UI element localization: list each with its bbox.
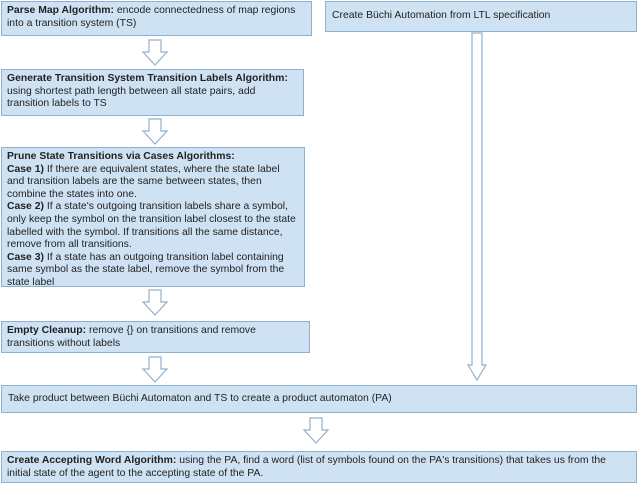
buchi-text: Create Büchi Automation from LTL specifi… [332, 10, 551, 21]
down-arrow-5 [302, 417, 330, 444]
prune-step: Prune State Transitions via Cases Algori… [1, 147, 305, 290]
case-1-label: Case 1) [7, 163, 44, 175]
accepting-word-title: Create Accepting Word Algorithm: [7, 455, 177, 466]
cleanup-text: remove {} on transitions and remove tran… [7, 325, 256, 349]
long-down-arrow [466, 32, 488, 382]
case-2-text: If a state's outgoing transition labels … [7, 201, 296, 251]
case-2-label: Case 2) [7, 201, 44, 213]
product-step: Take product between Büchi Automaton and… [1, 385, 637, 413]
prune-case-3: Case 3) If a state has an outgoing trans… [7, 252, 299, 290]
parse-map-title: Parse Map Algorithm: [7, 5, 115, 16]
buchi-step: Create Büchi Automation from LTL specifi… [325, 1, 637, 32]
accepting-word-text: using the PA, find a word (list of symbo… [7, 455, 606, 479]
down-arrow-4 [141, 356, 169, 383]
down-arrow-3 [141, 289, 169, 316]
prune-case-2: Case 2) If a state's outgoing transition… [7, 201, 299, 251]
cleanup-step: Empty Cleanup: remove {} on transitions … [1, 321, 310, 353]
product-text: Take product between Büchi Automaton and… [8, 393, 392, 404]
case-3-label: Case 3) [7, 251, 44, 263]
down-arrow-2 [141, 118, 169, 145]
down-arrow-1 [141, 39, 169, 66]
generate-labels-step: Generate Transition System Transition La… [1, 69, 304, 116]
generate-labels-text: using shortest path length between all s… [7, 85, 256, 110]
parse-map-step: Parse Map Algorithm: encode connectednes… [1, 1, 312, 36]
case-1-text: If there are equivalent states, where th… [7, 163, 280, 200]
prune-case-1: Case 1) If there are equivalent states, … [7, 164, 299, 202]
generate-labels-title: Generate Transition System Transition La… [7, 73, 288, 84]
accepting-word-step: Create Accepting Word Algorithm: using t… [1, 451, 637, 483]
cleanup-title: Empty Cleanup: [7, 325, 87, 336]
parse-map-text: encode connectedness of map regions into… [7, 5, 296, 29]
prune-title: Prune State Transitions via Cases Algori… [7, 151, 235, 162]
case-3-text: If a state has an outgoing transition la… [7, 251, 285, 288]
